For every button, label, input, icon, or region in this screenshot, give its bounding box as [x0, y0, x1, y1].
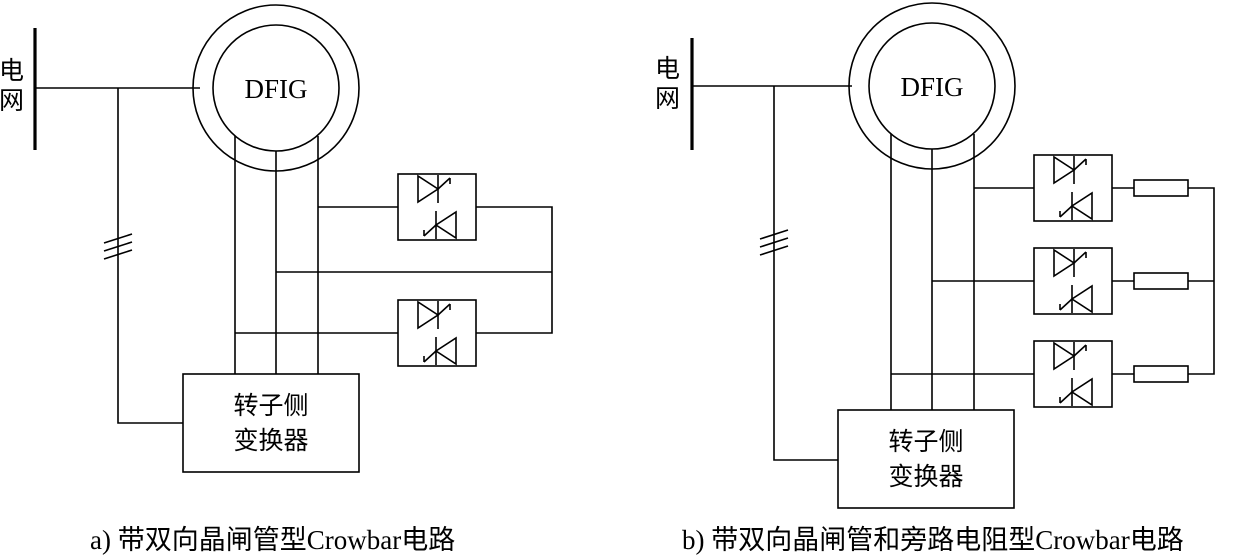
- grid-to-converter-line: [773, 86, 838, 461]
- generator-label: DFIG: [244, 74, 307, 104]
- diagram-a: 电 网 DFIG 转子侧 变换器 a) 带双向晶闸管型Crowbar电路: [0, 4, 553, 555]
- caption-a: a) 带双向晶闸管型Crowbar电路: [90, 525, 455, 555]
- bidirectional-thyristor-3: [1033, 340, 1113, 408]
- converter-label-line1: 转子侧: [233, 391, 308, 420]
- bidirectional-thyristor-1: [1033, 154, 1113, 222]
- bidirectional-thyristor-2: [397, 299, 477, 367]
- converter-label-line2: 变换器: [888, 462, 963, 491]
- three-phase-mark: [759, 229, 789, 256]
- grid-label-bottom: 网: [655, 84, 680, 113]
- bypass-resistor-1: [1133, 179, 1189, 197]
- bidirectional-thyristor-1: [397, 173, 477, 241]
- crowbar-wire-return: [476, 206, 553, 334]
- grid-label-top: 电: [0, 56, 24, 85]
- grid-label-top: 电: [655, 54, 680, 83]
- converter-label-line2: 变换器: [233, 426, 308, 455]
- diagram-b: 电 网 DFIG: [655, 2, 1215, 555]
- converter-label-line1: 转子侧: [888, 427, 963, 456]
- caption-b: b) 带双向晶闸管和旁路电阻型Crowbar电路: [682, 525, 1184, 555]
- rotor-side-converter: [837, 409, 1015, 509]
- bypass-resistor-2: [1133, 272, 1189, 290]
- grid-label-bottom: 网: [0, 86, 24, 115]
- three-phase-mark: [103, 233, 133, 260]
- bidirectional-thyristor-2: [1033, 247, 1113, 315]
- generator-label: DFIG: [900, 72, 963, 102]
- grid-to-converter-line: [117, 88, 183, 424]
- rotor-side-converter: [182, 373, 360, 473]
- bypass-resistor-3: [1133, 365, 1189, 383]
